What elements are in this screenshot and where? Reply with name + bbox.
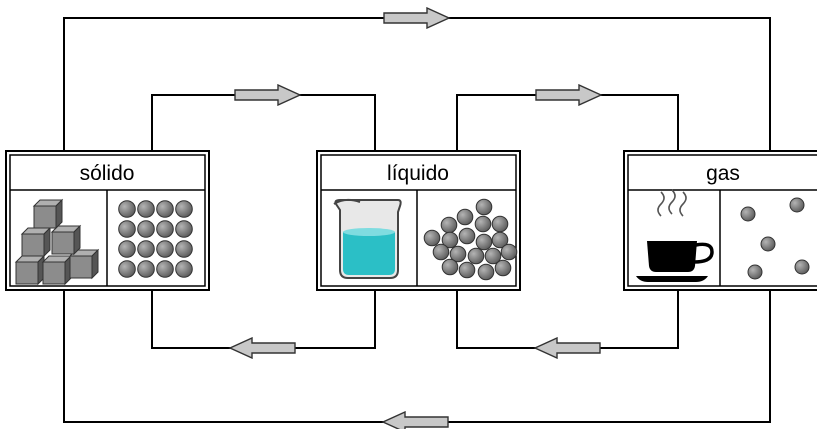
solid-particle (137, 220, 155, 238)
liquid-particle (484, 247, 502, 265)
gas-particle (789, 197, 805, 213)
solid-state-box: sólido (5, 150, 210, 291)
gas-particles (740, 197, 810, 280)
liquid-particle (441, 258, 459, 276)
gas-particle (760, 236, 776, 252)
solid-particle (118, 240, 136, 258)
liquid-particle (477, 263, 495, 281)
gas-to-solid-line (63, 290, 771, 423)
liquid-state-box: líquido (316, 150, 521, 291)
liquid-particle (500, 243, 518, 261)
liquid-particle (449, 245, 467, 263)
solid-particle (137, 240, 155, 258)
solid-to-liquid-line (151, 94, 376, 150)
liquid-label: líquido (387, 162, 449, 185)
arrow-right-icon (234, 84, 301, 106)
solid-particle (175, 220, 193, 238)
solid-particle (175, 240, 193, 258)
ice-cubes-icon (14, 198, 100, 286)
liquid-particles (423, 198, 518, 281)
liquid-particle (474, 215, 492, 233)
solid-particle (137, 260, 155, 278)
steaming-cup-icon (636, 189, 714, 282)
liquid-particle (458, 261, 476, 279)
liquid-particle (432, 243, 450, 261)
arrow-right-icon (383, 7, 450, 29)
gas-particle (794, 259, 810, 275)
liquid-particle (475, 198, 493, 216)
liquid-to-gas-line (456, 94, 679, 150)
solid-particle (118, 260, 136, 278)
arrow-left-icon (229, 337, 296, 359)
solid-particle (156, 240, 174, 258)
liquid-particle (456, 208, 474, 226)
solid-particle (156, 220, 174, 238)
liquid-particle (475, 233, 493, 251)
solid-particles (118, 200, 193, 278)
arrow-left-icon (534, 337, 601, 359)
liquid-particle (467, 247, 485, 265)
solid-to-gas-line (63, 17, 771, 150)
solid-particle (137, 200, 155, 218)
liquid-particle (491, 215, 509, 233)
arrow-right-icon (535, 84, 602, 106)
solid-particle (118, 200, 136, 218)
arrow-left-icon (382, 411, 449, 429)
liquid-particle (441, 231, 459, 249)
gas-state-box: gas (623, 150, 817, 291)
solid-particle (156, 200, 174, 218)
liquid-particle (440, 216, 458, 234)
liquid-to-solid-line (151, 290, 376, 349)
solid-particle (156, 260, 174, 278)
solid-label: sólido (80, 162, 135, 185)
beaker-icon (333, 198, 402, 279)
gas-label: gas (706, 162, 740, 185)
gas-particle (747, 264, 763, 280)
solid-particle (118, 220, 136, 238)
liquid-particle (423, 229, 441, 247)
gas-to-liquid-line (456, 290, 679, 349)
liquid-particle (491, 231, 509, 249)
solid-particle (175, 260, 193, 278)
liquid-particle (458, 227, 476, 245)
gas-particle (740, 206, 756, 222)
solid-particle (175, 200, 193, 218)
liquid-particle (494, 259, 512, 277)
